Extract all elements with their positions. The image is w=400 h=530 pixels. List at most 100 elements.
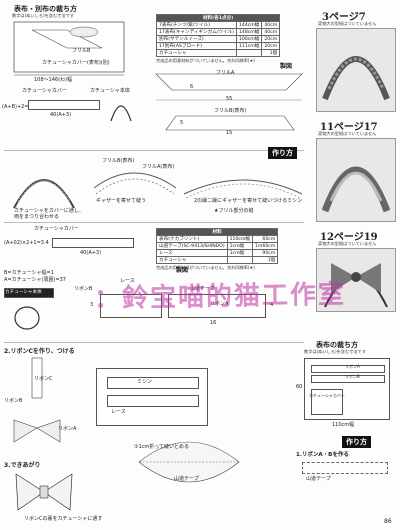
dim-3: 3 xyxy=(90,302,94,308)
tape-label: 山道テープ xyxy=(306,476,331,482)
dim-6: 6 xyxy=(190,84,194,90)
body-label: カチューシャ本体 xyxy=(90,88,130,94)
section-title: 表布の裁ち方 xyxy=(316,341,358,349)
dim-15: 15 xyxy=(226,130,233,136)
fold-note: ①1cm折って縫いとめる xyxy=(134,444,190,450)
how-to-tag: 作り方 xyxy=(342,436,371,448)
frill-b-label: フリルB(表布) xyxy=(214,108,247,114)
ribbon-a-label: リボンA xyxy=(210,301,229,307)
step-1-title: 1.リボンA・Bを作る xyxy=(296,452,349,458)
page-number: 86 xyxy=(384,518,392,525)
table-header: 材料(各1点分) xyxy=(155,14,281,22)
table-header: 材料 xyxy=(155,228,279,236)
headband-photo-3 xyxy=(316,248,396,312)
step-2-title: 2.リボンCを作り、つける xyxy=(4,348,75,355)
diagram-label: 製図 xyxy=(280,63,293,70)
ribbon-b-piece xyxy=(100,294,162,318)
mountain-tape-label: 山道テープ xyxy=(174,476,199,482)
table-note: 完成品の用意材料がついていません。合わ同様率(★) xyxy=(156,265,255,270)
cover-2-width: 40(A+3) xyxy=(80,250,102,256)
frill-label: フリルB xyxy=(72,48,91,54)
dim-60: 60 xyxy=(296,384,303,390)
step-3-title: 3.できあがり xyxy=(4,462,41,469)
pattern-diagram-2: 製図 リボンB レース 山道テープ リボンA 3 16 4 xyxy=(70,268,306,338)
cover-label: カチューシャカバー xyxy=(22,88,67,94)
page-ref-3: 12ページ19 xyxy=(320,232,378,243)
watermark: ：鈴宝喵的猫工作室 xyxy=(93,279,347,315)
ribbon-a-piece xyxy=(311,365,385,373)
section-note: 数字は(ぬいしろ)を含む寸法です xyxy=(12,13,74,18)
ribbon-loop-svg xyxy=(138,441,240,483)
method-1-svg xyxy=(13,172,303,209)
page-note-2: 実物大の型紙はついていません xyxy=(318,131,377,136)
cutting-layout-bottom-right: 表布の裁ち方 数字は(ぬいしろ)を含む寸法です リボンA リボンB カチューシャ… xyxy=(296,340,396,490)
ribbon-a-label: リボンA xyxy=(345,364,360,369)
fabric-layout-box: リボンA リボンB カチューシャカバー xyxy=(304,358,390,420)
cutting-layout-top-left: 表布・別布の裁ち方 数字は(ぬいしろ)を含む寸法です フリルB カチューシャカバ… xyxy=(2,4,152,84)
section-note: 数字は(ぬいしろ)を含む寸法です xyxy=(304,349,366,354)
cover-2-rect xyxy=(52,238,134,248)
step-2-section: 2.リボンCを作り、つける リボンC リボンB リボンA 3.できあがり リボン… xyxy=(4,346,294,526)
cover-piece xyxy=(311,389,343,415)
headband-ring-icon xyxy=(14,306,40,330)
ribbon-assembly-diagram: ミシン レース xyxy=(96,368,208,426)
frill-part-label: ★フリル部分の縫 xyxy=(214,208,254,214)
dim-5: 5 xyxy=(180,120,184,126)
ribbon-c-svg xyxy=(13,357,61,443)
cover-2-formula: (A+02)×2+1=3.4 xyxy=(4,240,49,246)
mountain-tape-label: 山道テープ xyxy=(190,286,215,292)
cut-label: カチューシャカバー(表布)(別) xyxy=(42,60,110,66)
divider xyxy=(4,222,304,223)
stitch-callout: 2の縁ニ縁にギャザーを寄せて縫いつけるミシン xyxy=(194,198,303,204)
note-a: A=カチューシャ(周囲)=37 xyxy=(4,277,66,283)
lace-label: レース xyxy=(111,409,126,415)
frill-a-label: フリルA xyxy=(216,70,235,76)
headband-photo-1 xyxy=(316,28,396,112)
pattern-diagram-1: 製図 フリルA 6 55 フリルB(表布) 5 15 xyxy=(150,64,310,144)
page-ref-1: 3ページ7 xyxy=(322,12,366,23)
table-note: 完成品の用意材料がついていません。合わ同様率(★) xyxy=(156,58,255,63)
cover-formula: (A+B)+2=16 xyxy=(2,104,35,110)
width-note: 108～146(わ)幅 xyxy=(34,77,72,83)
section-title: 表布・別布の裁ち方 xyxy=(14,5,77,13)
headband-ring-icon xyxy=(110,105,132,122)
note-b: B=カチューシャ幅=1 xyxy=(4,270,54,276)
page-note-1: 実物大の型紙はついていません xyxy=(318,21,377,26)
headband-photo-2 xyxy=(316,138,396,222)
divider xyxy=(4,342,304,343)
ribbon-strip xyxy=(107,377,199,389)
ribbon-b-label: リボンB xyxy=(345,374,360,379)
page-ref-2: 11ページ17 xyxy=(320,122,378,133)
ribbon-b-piece xyxy=(311,375,385,383)
lace-label: レース xyxy=(120,278,135,284)
headband-body-label: カチューシャ本体 xyxy=(4,288,54,298)
product-photos: 3ページ7 実物大の型紙はついていません 11ページ17 実物大の型紙はついてい… xyxy=(312,8,398,312)
cover-width: 40(A+3) xyxy=(50,112,72,118)
ribbon-a-piece xyxy=(168,294,266,318)
headband-cover-diagram: カチューシャカバー カチューシャ本体 (A+B)+2=16 40(A+3) xyxy=(2,88,152,138)
stitch-label: ミシン xyxy=(137,379,153,385)
how-to-tag: 作り方 xyxy=(268,147,297,159)
cover-rect xyxy=(28,100,100,110)
divider xyxy=(4,150,304,151)
frill-b-callout: フリルB(表布) xyxy=(102,158,135,164)
cover-callout: カチューシャをカバーに通し、両をまつり合わせる xyxy=(14,208,84,220)
dim-4: 4 xyxy=(270,302,274,308)
bow-svg xyxy=(15,473,73,511)
fabric-width: 110cm幅 xyxy=(332,422,355,428)
ribbon-strip-dashed xyxy=(302,462,388,474)
ribbon-strip xyxy=(107,395,199,407)
gather-callout: ギャザーを寄せて縫う xyxy=(96,198,147,204)
frill-a-callout: フリルA(表布) xyxy=(142,164,175,170)
ribbon-c-label: リボンC xyxy=(34,376,53,382)
